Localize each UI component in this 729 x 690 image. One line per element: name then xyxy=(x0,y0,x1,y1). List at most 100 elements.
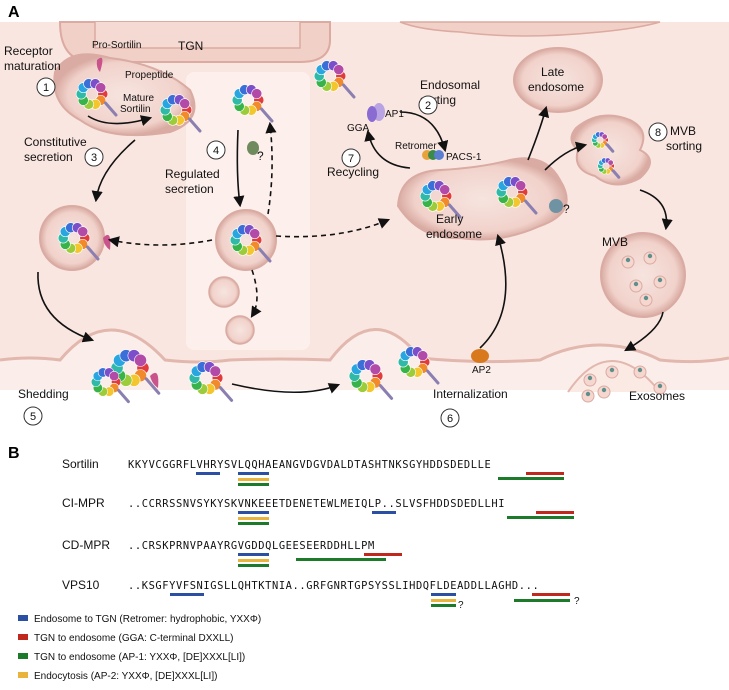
step-circle xyxy=(84,147,104,167)
motif-bar-retromer xyxy=(431,593,456,596)
step-7: 7 xyxy=(348,153,354,165)
legend: Endosome to TGN (Retromer: hydrophobic, … xyxy=(18,614,261,682)
panel-b-label: B xyxy=(8,445,20,462)
step-circle xyxy=(206,140,226,160)
seq-sortilin: KKYVCGGRFLVHRYSVLQQHAEANGVDGVDALDTASHTNK… xyxy=(128,459,491,471)
step-circle xyxy=(648,122,668,142)
tgn-compartment xyxy=(53,53,196,137)
tgn-label: TGN xyxy=(178,39,203,53)
motif-bar-ap2 xyxy=(238,478,269,481)
propeptide-label: Propeptide xyxy=(125,70,174,81)
motif-bar-gga xyxy=(536,511,574,514)
mature-sortilin-label-1: Mature xyxy=(123,93,155,104)
legend-swatch-gga xyxy=(18,634,28,640)
adaptors xyxy=(367,103,489,363)
propeptide-icon xyxy=(96,57,103,72)
legend-swatch-ap2 xyxy=(18,672,28,678)
legend-swatch-ap1 xyxy=(18,653,28,659)
early-endosome-label-1: Early xyxy=(436,212,463,226)
sequence-alignment: Sortilin KKYVCGGRFLVHRYSVLQQHAEANGVDGVDA… xyxy=(62,457,539,592)
motif-bar-ap1 xyxy=(238,483,269,486)
sortilin-receptors xyxy=(57,60,621,404)
motif-bars: ? ? xyxy=(170,472,580,611)
exosome-cargo-icon xyxy=(657,383,663,389)
exosome-cargo-icon xyxy=(625,257,631,263)
sortilin-ring-icon xyxy=(57,222,100,261)
seq-name-cd-mpr: CD-MPR xyxy=(62,538,110,552)
step-8: 8 xyxy=(655,127,661,139)
pro-sortilin-label: Pro-Sortilin xyxy=(92,40,141,51)
motif-bar-ap1 xyxy=(238,564,269,567)
motif-bar-retromer xyxy=(238,553,269,556)
step-4: 4 xyxy=(213,145,219,157)
mvb-label: MVB xyxy=(602,235,628,249)
step-1: 1 xyxy=(43,82,49,94)
seq-name-vps10: VPS10 xyxy=(62,578,100,592)
exosome-cargo-icon xyxy=(585,391,591,397)
step-2: 2 xyxy=(425,100,431,112)
gga-label: GGA xyxy=(347,123,370,134)
propeptide-icon xyxy=(150,372,159,388)
sortilin-ring-icon xyxy=(229,224,272,263)
step-circle xyxy=(36,77,56,97)
retromer-label: Retromer xyxy=(395,141,437,152)
step-circle xyxy=(418,95,438,115)
sortilin-ring-icon xyxy=(75,78,118,117)
internalization-label: Internalization xyxy=(433,387,508,401)
cargo-icon xyxy=(247,141,259,155)
panel-a-label: A xyxy=(8,4,20,21)
seq-name-ci-mpr: CI-MPR xyxy=(62,496,105,510)
sortilin-ring-icon xyxy=(188,361,234,402)
exosomes-label: Exosomes xyxy=(629,389,685,403)
motif-bar-retromer xyxy=(170,593,204,596)
late-endosome-label-2: endosome xyxy=(528,80,584,94)
step-circle xyxy=(440,408,460,428)
recycling-label: Recycling xyxy=(327,165,379,179)
motif-bar-ap1 xyxy=(296,558,386,561)
uncertain-cargo-mark: ? xyxy=(257,149,264,163)
shedding-label: Shedding xyxy=(18,387,69,401)
exosome-cargo-icon xyxy=(587,375,593,381)
mvb-sorting-label-2: sorting xyxy=(666,139,702,153)
sortilin-ring-icon xyxy=(313,60,356,99)
motif-bar-ap2 xyxy=(238,559,269,562)
motif-bar-retromer xyxy=(238,511,269,514)
legend-label-retromer: Endosome to TGN (Retromer: hydrophobic, … xyxy=(34,614,261,625)
step-6: 6 xyxy=(447,413,453,425)
mvb-sorting-label-1: MVB xyxy=(670,124,696,138)
seq-ci-mpr: ..CCRRSSNVSYKYSKVNKEEETDENETEWLMEIQLP..S… xyxy=(128,498,505,510)
motif-bar-ap1 xyxy=(514,599,570,602)
sortilin-ring-icon xyxy=(397,346,440,385)
ap2-label: AP2 xyxy=(472,365,491,376)
early-endosome xyxy=(396,157,568,241)
trafficking-arrows xyxy=(37,105,673,394)
seq-vps10: ..KSGFYVFSNIGSLLQHTKTNIA..GRFGNRTGPSYSSL… xyxy=(128,580,539,592)
motif-bar-ap1 xyxy=(498,477,564,480)
motif-bar-ap1 xyxy=(238,522,269,525)
legend-label-gga: TGN to endosome (GGA: C-terminal DXXLL) xyxy=(34,633,234,644)
receptor-maturation-label-2: maturation xyxy=(4,59,61,73)
exosome-cargo-icon xyxy=(643,295,649,301)
step-3: 3 xyxy=(91,152,97,164)
sortilin-ring-icon xyxy=(110,349,161,395)
secretory-vesicle xyxy=(39,205,105,271)
motif-bar-gga xyxy=(364,553,402,556)
sortilin-ring-icon xyxy=(231,84,274,123)
motif-bar-retromer xyxy=(238,472,269,475)
seq-cd-mpr: ..CRSKPRNVPAAYRGVGDDQLGEESEERDDHLLPM xyxy=(128,540,375,552)
sortilin-ring-icon xyxy=(591,131,615,153)
pacs1-label: PACS-1 xyxy=(446,152,482,163)
legend-label-ap1: TGN to endosome (AP-1: YXXΦ, [DE]XXXL[LI… xyxy=(34,652,245,663)
regulated-secretion-label-1: Regulated xyxy=(165,167,220,181)
exosome-cargo-icon xyxy=(609,367,615,373)
endosomal-sorting-label-1: Endosomal xyxy=(420,78,480,92)
exosome-cargo-icon xyxy=(637,367,643,373)
mature-sortilin-label-2: Sortilin xyxy=(120,104,151,115)
pacs1-icon xyxy=(434,150,444,160)
late-endosome xyxy=(513,47,603,113)
tgn-membrane xyxy=(58,21,661,63)
motif-bar-ap1 xyxy=(507,516,574,519)
multivesicular-body xyxy=(600,232,686,318)
uncertain-endosome-mark: ? xyxy=(563,202,570,216)
step-circle xyxy=(341,148,361,168)
